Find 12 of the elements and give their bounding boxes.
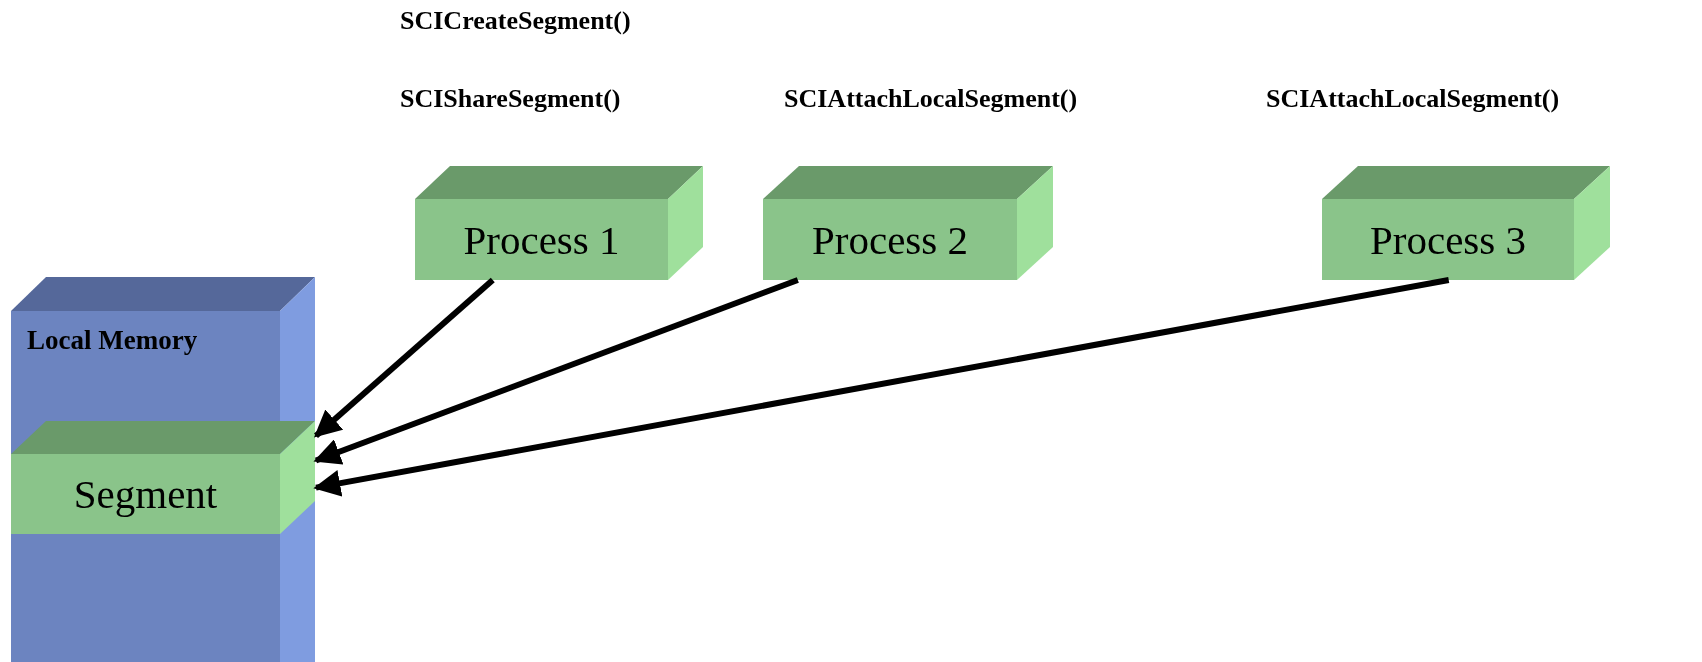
function-call-label: SCICreateSegment() (400, 6, 631, 36)
function-call-label: SCIAttachLocalSegment() (784, 84, 1078, 114)
function-call-label: SCIAttachLocalSegment() (1266, 84, 1560, 114)
function-call-label: SCIShareSegment() (400, 84, 621, 114)
block-label: Process 2 (811, 215, 969, 264)
block-label: Process 1 (462, 215, 621, 264)
arrow (313, 277, 1450, 497)
arrow (313, 277, 799, 465)
block-label: Process 3 (1369, 215, 1527, 264)
arrow (313, 277, 495, 438)
block-label: Segment (72, 470, 219, 519)
block-label: Local Memory (27, 325, 198, 356)
